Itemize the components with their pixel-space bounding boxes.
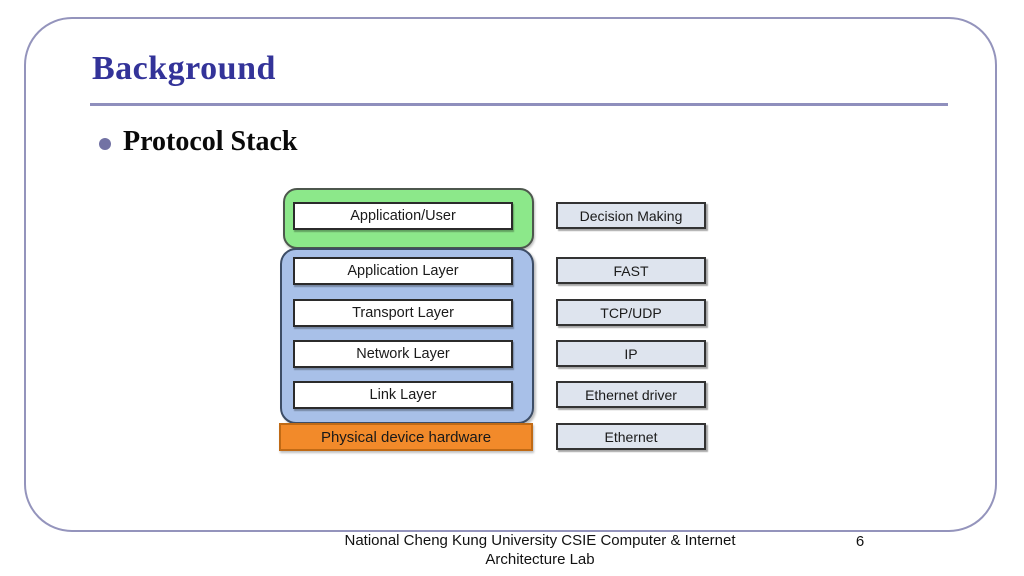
layer-box-link: Link Layer [293,381,513,409]
footer-line1: National Cheng Kung University CSIE Comp… [344,532,736,549]
layer-box-network: Network Layer [293,340,513,368]
footer-line2: Architecture Lab [485,550,595,568]
bullet-label: Protocol Stack [123,126,298,157]
footer: National Cheng Kung University CSIE Comp… [280,532,800,570]
right-box-ethernet: Ethernet [556,423,706,450]
right-box-fast: FAST [556,257,706,284]
title-divider [90,103,948,106]
bullet-icon [99,138,111,150]
bullet-item: Protocol Stack [99,126,297,158]
layer-box-application: Application Layer [293,257,513,285]
page-title: Background [92,50,276,87]
layer-box-application-user: Application/User [293,202,513,230]
physical-hardware-box: Physical device hardware [279,423,533,451]
right-box-ip: IP [556,340,706,367]
page-number: 6 [855,533,865,550]
layer-box-transport: Transport Layer [293,299,513,327]
right-box-tcp-udp: TCP/UDP [556,299,706,326]
right-box-decision-making: Decision Making [556,202,706,229]
right-box-ethernet-driver: Ethernet driver [556,381,706,408]
